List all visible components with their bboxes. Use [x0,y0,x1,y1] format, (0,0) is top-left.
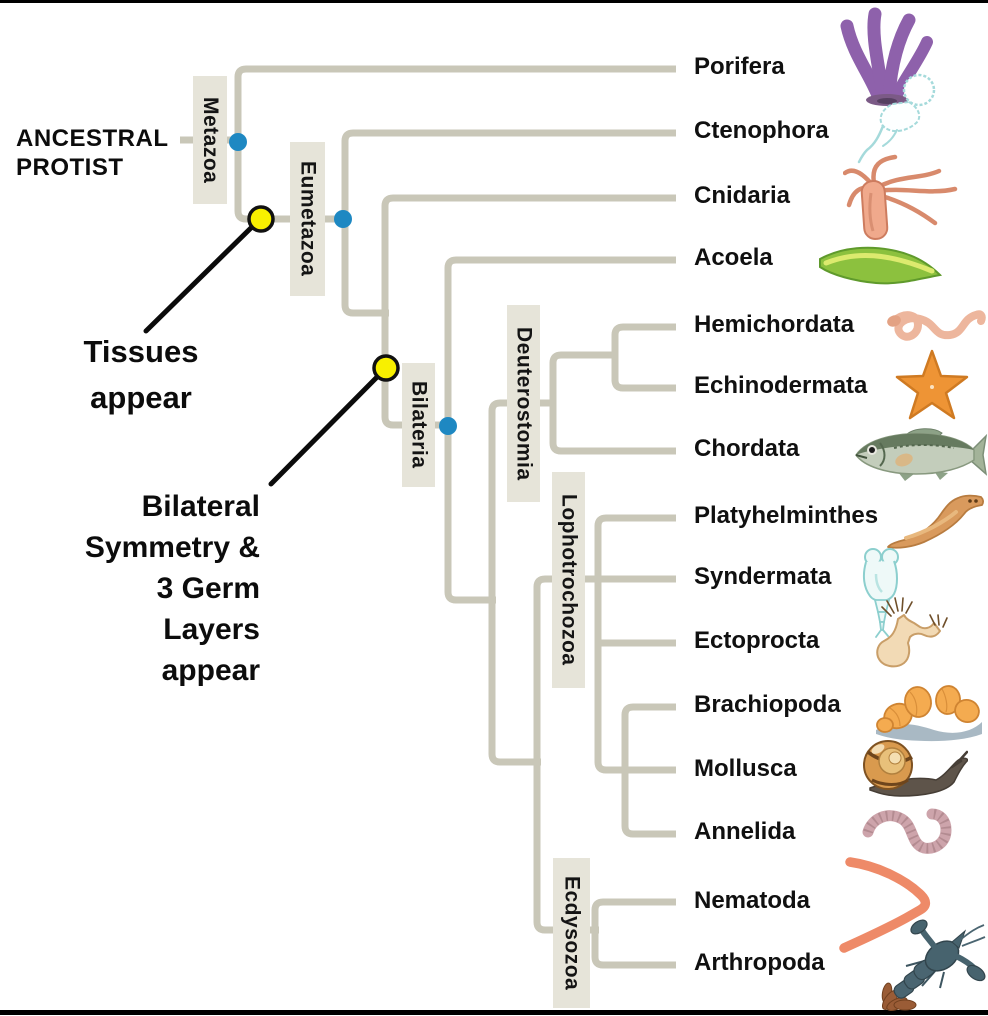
acoela-illustration [819,246,943,285]
taxon-label-ctenophora: Ctenophora [694,117,829,144]
tissues-line-2: appear [90,380,192,415]
chordata-illustration [855,428,988,481]
metazoa-blue-dot [229,133,247,151]
ectoprocta-illustration [876,597,948,668]
bilateria-blue-dot [439,417,457,435]
taxon-label-nematoda: Nematoda [694,887,811,914]
brachiopoda-illustration [876,685,982,742]
taxon-label-acoela: Acoela [694,244,773,271]
eumetazoa-blue-dot [334,210,352,228]
blue-node-dots [229,133,457,435]
mollusca-illustration [863,740,968,797]
clade-label-deuterostomia-text: Deuterostomia [512,326,536,481]
frame-top-border [0,0,988,3]
taxon-label-platyhelminthes: Platyhelminthes [694,502,879,529]
bilateral-line-4: Layers [163,613,260,646]
hemichordata-echinodermata-clade [611,323,676,392]
clade-label-metazoa: Metazoa [193,76,227,204]
taxon-label-annelida: Annelida [694,818,796,845]
syndermata-illustration [862,548,899,638]
bilateral-yellow-node [372,354,400,382]
bilateral-line-3: 3 Germ [156,572,260,605]
clade-label-lophotrochozoa-text: Lophotrochozoa [557,494,581,666]
arthropoda-illustration [881,919,986,1011]
cnidaria-bilateria-branch [381,194,676,429]
taxon-label-echinodermata: Echinodermata [694,372,868,399]
bilateral-symmetry-annotation: Bilateral Symmetry & 3 Germ Layers appea… [28,486,260,691]
taxon-label-cnidaria: Cnidaria [694,182,791,209]
tissues-appear-annotation: Tissues appear [55,329,227,421]
tissues-yellow-node [247,205,275,233]
echinodermata-illustration [895,349,969,420]
ancestral-line-1: ANCESTRAL [16,125,169,152]
clade-label-deuterostomia: Deuterostomia [507,305,540,502]
deuterostome-protostome-split [488,399,553,766]
taxon-label-mollusca: Mollusca [694,755,797,782]
eumetazoa-split-branch [341,129,676,317]
taxon-label-arthropoda: Arthropoda [694,949,825,976]
taxon-label-porifera: Porifera [694,53,785,80]
taxon-label-hemichordata: Hemichordata [694,311,855,338]
clade-label-eumetazoa-text: Eumetazoa [296,161,320,277]
clade-label-bilateria: Bilateria [402,363,435,487]
ctenophora-illustration [857,73,936,164]
bilateral-leader-line [268,367,387,487]
frame-bottom-border [0,1010,988,1015]
clade-label-metazoa-text: Metazoa [199,96,222,184]
taxon-label-syndermata: Syndermata [694,563,832,590]
taxon-label-chordata: Chordata [694,435,800,462]
hemichordata-illustration [887,310,986,341]
cnidaria-illustration [843,154,958,240]
clade-label-lophotrochozoa: Lophotrochozoa [552,472,585,688]
yellow-event-nodes [247,205,400,382]
annelida-illustration [862,808,952,854]
bilateral-line-5: appear [161,654,260,687]
taxon-label-brachiopoda: Brachiopoda [694,691,841,718]
clade-label-eumetazoa: Eumetazoa [290,142,325,296]
ecdysozoa-junction [591,898,676,969]
annotation-leader-lines [143,218,387,487]
porifera-illustration [840,7,933,106]
nematoda-illustration [839,857,931,953]
clade-label-bilateria-text: Bilateria [407,381,431,469]
ancestral-line-2: PROTIST [16,154,124,181]
platyhelminthes-illustration [887,494,984,549]
lophotrochozoa-ecdysozoa-split [533,575,599,934]
clade-label-ecdysozoa-text: Ecdysozoa [560,875,584,991]
tissues-line-1: Tissues [83,334,199,369]
tissues-leader-line [143,218,261,334]
bilateral-line-2: Symmetry & [84,531,260,564]
taxon-label-ectoprocta: Ectoprocta [694,627,820,654]
ancestral-protist-label: ANCESTRAL PROTIST [16,124,169,182]
clade-label-ecdysozoa: Ecdysozoa [553,858,590,1008]
deuterostomia-junction [549,351,676,455]
bilateral-line-1: Bilateral [141,490,260,523]
